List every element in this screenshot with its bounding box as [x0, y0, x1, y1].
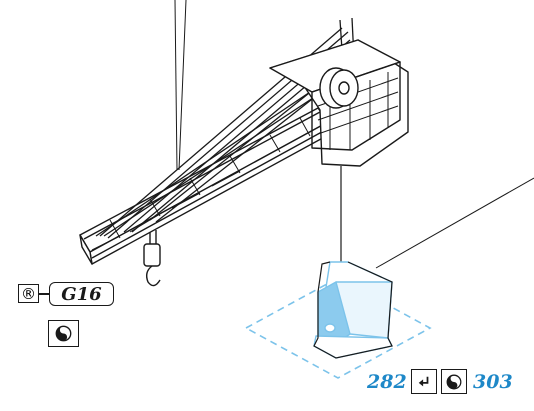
highlighted-part-outline [313, 261, 393, 359]
yin-yang-icon [55, 325, 72, 342]
return-badge [411, 369, 437, 394]
callout-connector [39, 293, 50, 295]
to-page-ref[interactable]: 303 [473, 371, 513, 393]
swap-badge [441, 369, 467, 394]
footprint-outline [244, 277, 432, 379]
pulley-wheel [319, 67, 359, 109]
registered-mark-badge: ® [18, 284, 39, 303]
return-arrow-icon [418, 376, 429, 386]
registered-symbol: ® [21, 284, 36, 303]
part-code-badge: G16 [49, 282, 114, 306]
crane-hook [143, 230, 161, 287]
pointer-line [375, 177, 534, 269]
yin-yang-icon [446, 374, 462, 389]
part-code: G16 [61, 283, 102, 305]
swap-icon-badge [48, 320, 79, 347]
hanging-cables [174, 0, 187, 171]
from-page-ref[interactable]: 282 [367, 371, 407, 393]
crane-boom [79, 107, 331, 265]
